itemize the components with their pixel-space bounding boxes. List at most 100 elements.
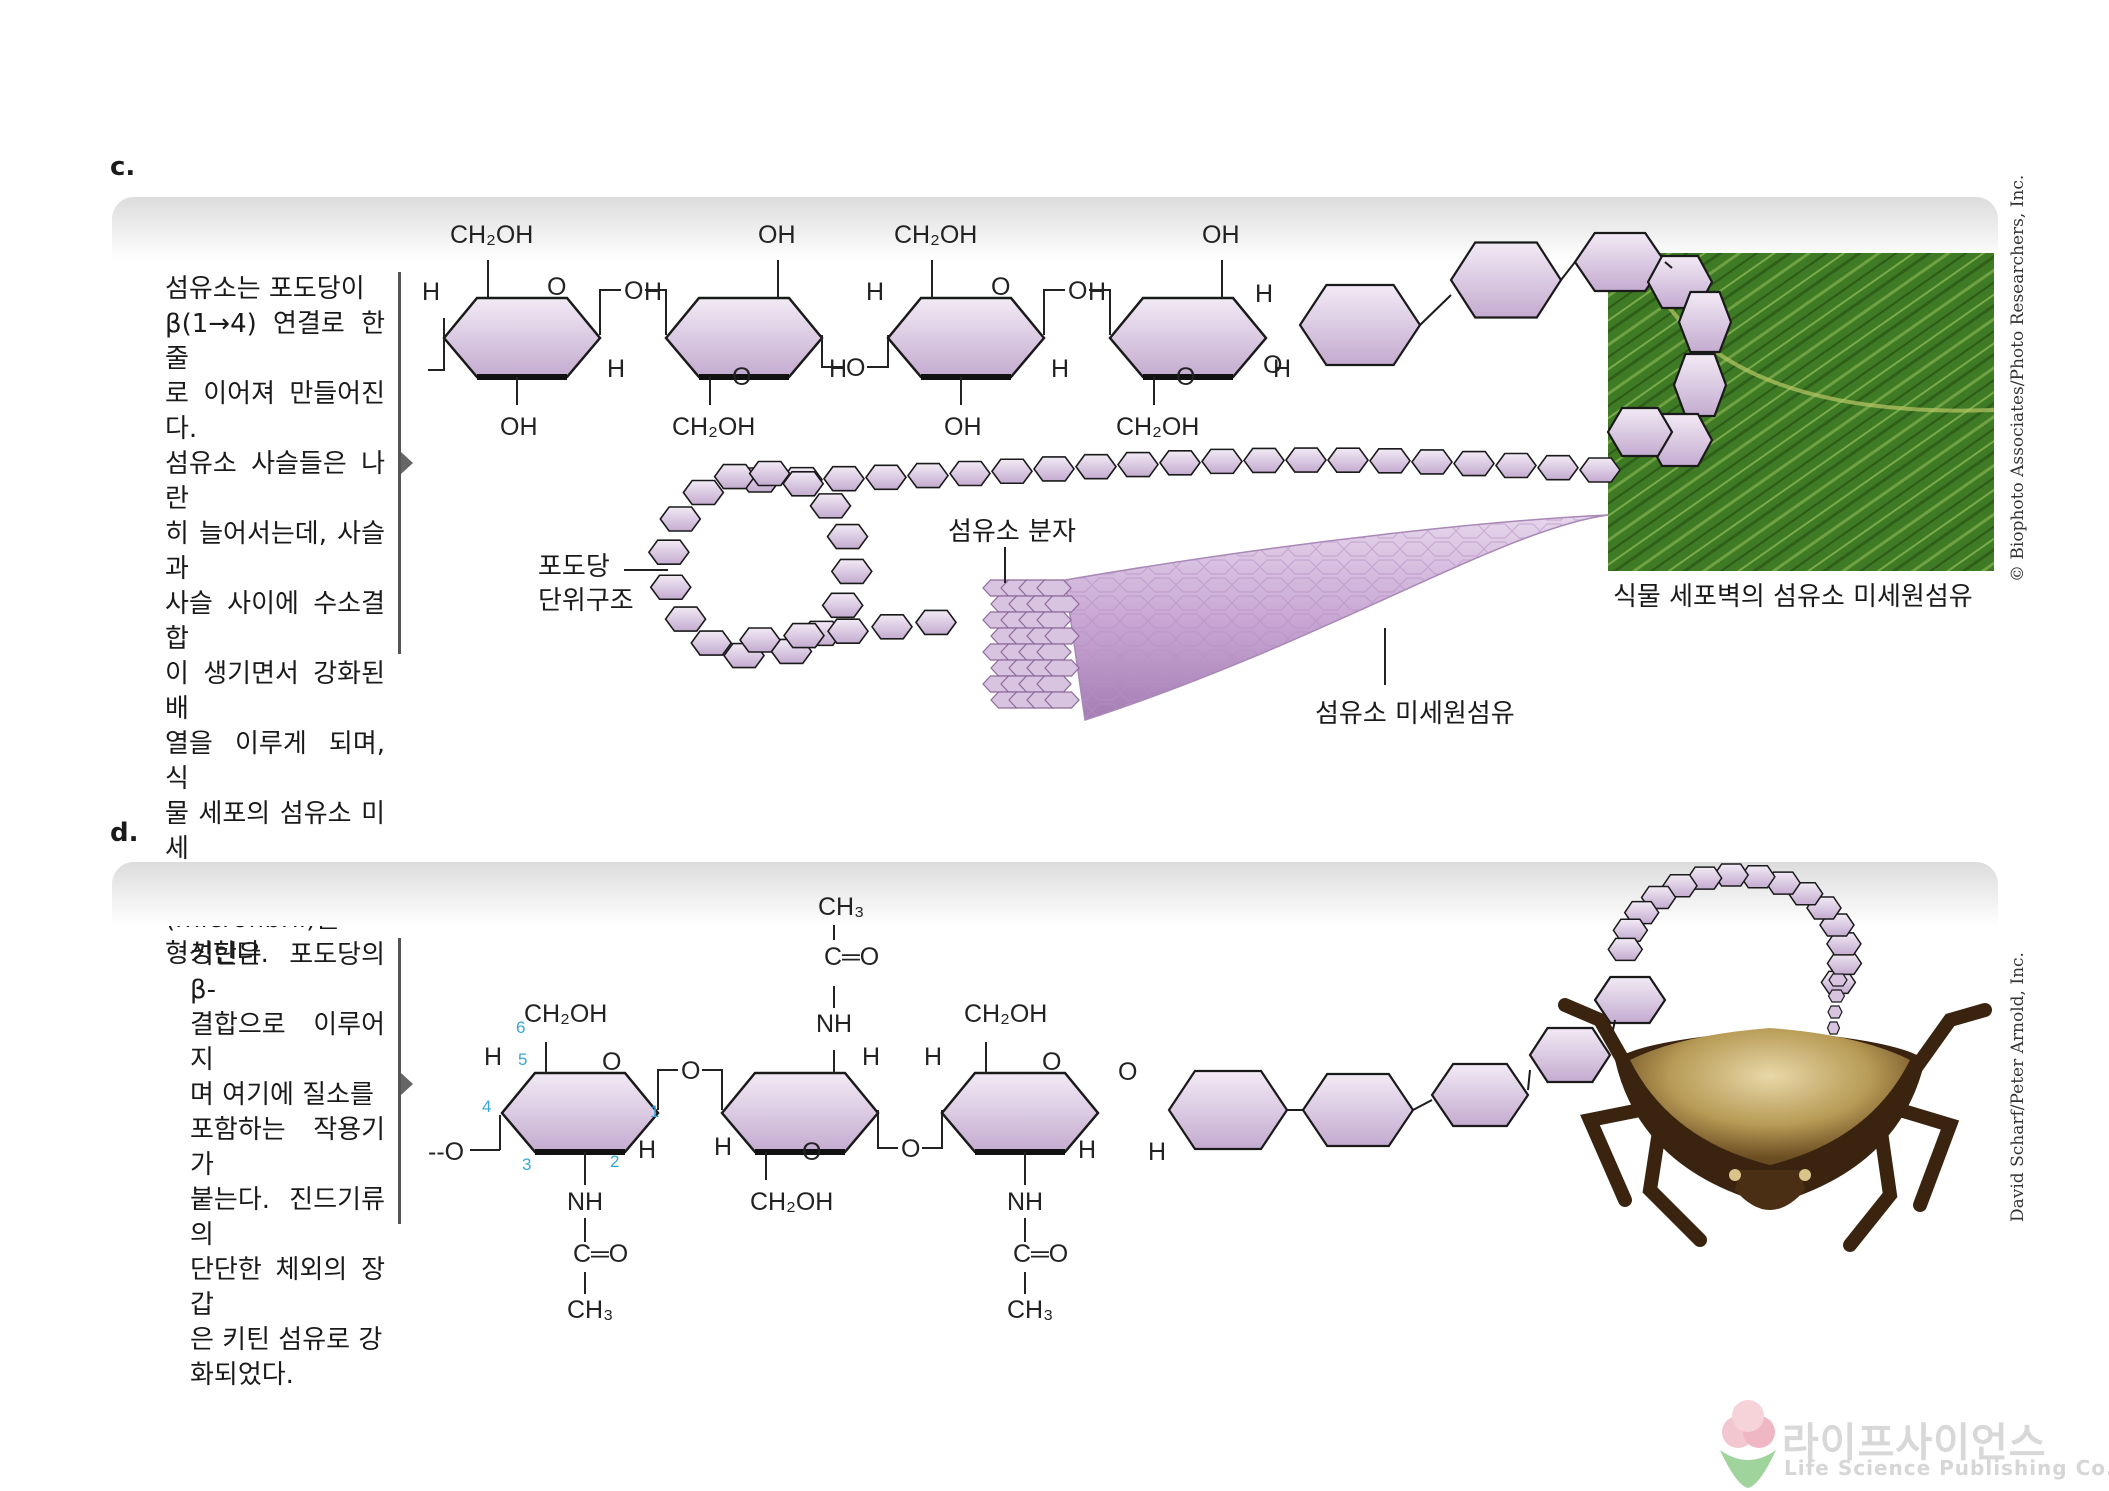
logo-flower-icon (1720, 1400, 1776, 1488)
bundle-end-24 (1044, 659, 1080, 677)
chitin-3-ch3: CH₃ (1007, 1296, 1053, 1324)
ring-3-h-right: H (1051, 355, 1069, 383)
chitin-3-h-right: H (1078, 1136, 1096, 1164)
chain-hex-small-12 (1117, 451, 1159, 478)
chain-hex-small-8 (1285, 447, 1327, 473)
chitin-end-oxygen: O (1118, 1058, 1137, 1086)
chitin-hex-small-2 (1826, 951, 1863, 976)
chain-hex-large-1 (1298, 283, 1422, 367)
cellulose-ring-chain (428, 260, 1268, 405)
glycosidic-bond-3 (1043, 289, 1111, 335)
ring-3-h-left: H (866, 278, 884, 306)
chain-hex-small-24 (664, 606, 707, 632)
panel-d-letter: d. (110, 818, 139, 848)
chain-hex-large-8 (1606, 406, 1674, 458)
chain-hex-small-33 (826, 523, 869, 550)
chain-hex-small-17 (907, 462, 949, 489)
ring-2-oh: OH (758, 221, 796, 249)
ring-1-h-left: H (422, 278, 440, 306)
chitin-hex-tail-3 (1827, 1005, 1843, 1019)
chitin-hex-large-3 (1430, 1062, 1530, 1128)
chitin-2-ch3: CH₃ (818, 893, 864, 921)
logo-korean: 라이프사이언스 (1782, 1420, 2047, 1466)
publisher-logo: 라이프사이언스 Life Science Publishing Co. (1700, 1410, 2109, 1480)
chain-hex-small-11 (1159, 449, 1201, 476)
chain-hex-large-6 (1672, 352, 1728, 418)
cellulose-group-labels: CH₂OHOOHHHOOHOCH₂OHHHOCH₂OHOOHHHOOHOCH₂O… (422, 221, 1291, 441)
panel-d-caption-pointer (401, 1073, 413, 1095)
chain-hex-small-30 (748, 460, 791, 487)
chitin-1-nh: NH (567, 1188, 603, 1216)
panel-c-caption-rule (398, 272, 401, 654)
chitin-1-h-right: H (638, 1136, 656, 1164)
chain-hex-small-42 (915, 609, 957, 636)
bundle-end-4 (1036, 579, 1072, 597)
chitin-hex-small-8 (1739, 864, 1776, 889)
glycosidic-oxygen-2: O (846, 354, 865, 382)
carbon-number-4: 4 (482, 1097, 491, 1116)
chitin-hex-large-4 (1528, 1026, 1612, 1084)
chitin-hex-small-9 (1713, 863, 1750, 887)
chain-hex-small-25 (649, 574, 692, 601)
chitin-hex-small-15 (1607, 937, 1644, 962)
chain-hex-small-6 (1369, 448, 1411, 474)
chitin-3-carbonyl: C═O (1013, 1240, 1068, 1268)
ring-2-ring-oxygen: O (732, 363, 751, 391)
chitin-3-h-left: H (924, 1043, 942, 1071)
carbon-number-6: 6 (516, 1018, 525, 1037)
chitin-2-h-right: H (862, 1043, 880, 1071)
glycosidic-oxygen-end: O (1263, 351, 1282, 379)
chain-left-end (428, 318, 445, 371)
chain-link-large-3 (1664, 261, 1673, 269)
chitin-hex-tail-1 (1828, 973, 1848, 987)
chain-hex-small-23 (690, 630, 733, 656)
chain-hex-small-15 (991, 458, 1033, 485)
ring-4-h-right: H (1273, 355, 1291, 383)
chain-hex-small-34 (830, 558, 873, 585)
bundle-end-12 (1036, 611, 1072, 629)
cellulose-molecule-label: 섬유소 분자 (948, 517, 1076, 547)
chitin-1-h-left: H (484, 1043, 502, 1071)
chitin-3-ch2oh: CH₂OH (964, 1000, 1047, 1028)
chitin-3-nh: NH (1007, 1188, 1043, 1216)
chitin-hex-large-2 (1301, 1072, 1415, 1148)
chitin-ring-2 (720, 1071, 880, 1154)
chain-hex-small-29 (713, 463, 756, 490)
chain-hex-small-31 (782, 470, 825, 497)
chitin-link-large-3 (1527, 1069, 1531, 1091)
chain-hex-small-39 (783, 622, 825, 649)
ring-3-ring-oxygen: O (991, 273, 1010, 301)
glycosidic-oxygen-3: O (1068, 277, 1087, 305)
microfibril-texture (1065, 515, 1608, 720)
chain-hex-small-27 (659, 506, 702, 532)
ring-2-h-left: H (644, 278, 662, 306)
chitin-hex-large-5 (1593, 975, 1667, 1025)
ring-4-ring-oxygen: O (1176, 363, 1195, 391)
chitin-1-carbonyl: C═O (573, 1240, 628, 1268)
chitin-glycosidic-bond-1 (657, 1069, 723, 1110)
tick-photo (1558, 998, 1992, 1252)
ring-1-oh: OH (500, 413, 538, 441)
panel-d-caption: 키틴은 포도당의 β- 결합으로 이루어지 며 여기에 질소를 포함하는 작용기… (190, 940, 385, 1390)
chitin-2-nh: NH (816, 1010, 852, 1038)
panel-c-photo-credit: © Biophoto Associates/Photo Researchers,… (2008, 174, 2028, 582)
chain-hex-large-2 (1449, 241, 1563, 319)
chitin-ring-1 (500, 1071, 660, 1154)
chain-hex-small-1 (1579, 457, 1621, 483)
chitin-chain-start: --O (428, 1138, 464, 1166)
panel-c-letter: c. (110, 152, 136, 182)
carbon-number-1: 1 (650, 1102, 659, 1121)
ring-1-h-right: H (607, 355, 625, 383)
chain-hex-small-41 (871, 613, 913, 640)
carbon-number-5: 5 (518, 1050, 527, 1069)
chain-hex-small-9 (1243, 447, 1285, 474)
glucose-ring-3 (886, 296, 1046, 379)
ring-4-ch2oh: CH₂OH (1116, 413, 1199, 441)
ring-2-h-right: H (829, 355, 847, 383)
chain-hex-small-10 (1201, 448, 1243, 475)
carbon-number-3: 3 (522, 1155, 531, 1174)
chitin-2-h-left: H (714, 1133, 732, 1161)
chain-hex-small-40 (827, 618, 869, 645)
chitin-1-ch2oh: CH₂OH (524, 1000, 607, 1028)
panel-c-caption-pointer (401, 452, 413, 474)
